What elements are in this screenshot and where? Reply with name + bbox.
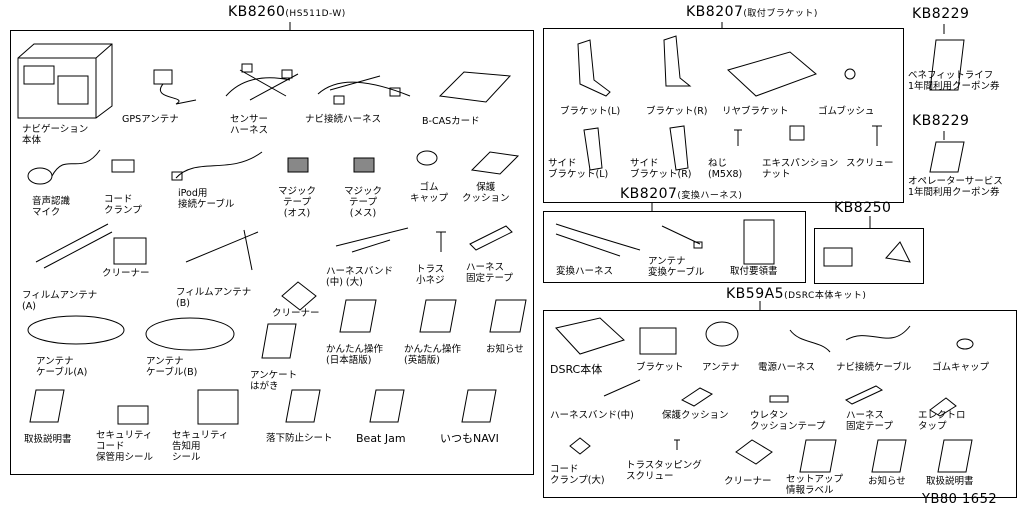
part-notice-1: お知らせ [486,344,524,355]
part-install-guide: 取付要領書 [730,266,778,277]
part-security-notice-seal: セキュリティ 告知用 シール [172,430,229,463]
part-protect-cushion-2: 保護クッション [662,410,729,421]
part-bcas-card: B-CASカード [422,116,480,127]
part-gps-antenna: GPSアンテナ [122,114,179,125]
part-operator-coupon: オペレーターサービス 1年間利用クーポン券 [908,176,1003,198]
part-power-harness: 電源ハーネス [758,362,816,373]
part-cord-clamp-l: コード クランプ(大) [550,464,605,486]
part-voice-mic: 音声認識 マイク [32,196,71,218]
part-anti-drop-sheet: 落下防止シート [266,433,333,444]
part-film-antenna-b: フィルムアンテナ (B) [176,287,252,309]
diagram-code: YB80 1652 [922,492,998,507]
part-truss-tapping: トラスタッピング スクリュー [626,460,702,482]
part-harness-tape-2: ハーネス 固定テープ [846,410,893,432]
part-setup-label: セットアップ 情報ラベル [786,474,844,496]
part-protect-cushion: 保護 クッション [462,182,510,204]
kit-sub: (変換ハーネス) [677,191,743,201]
kit-sub: (取付ブラケット) [743,9,818,19]
kit-code: KB8207 [686,4,744,20]
kit-code: KB8229 [912,113,970,129]
part-conv-harness: 変換ハーネス [556,266,614,277]
part-easy-manual-en: かんたん操作 (英語版) [404,344,462,366]
part-harness-band-m: ハーネスバンド(中) [550,410,634,421]
kit-label-kb59a5: KB59A5(DSRC本体キット) [726,286,866,302]
kit-frame-kb8250 [814,228,924,284]
part-antenna-conv-cable: アンテナ 変換ケーブル [648,256,705,278]
kit-sub: (DSRC本体キット) [784,291,867,301]
part-nav-unit: ナビゲーション 本体 [22,124,89,146]
kit-frame-kb59a5 [543,310,1017,498]
kit-code: KB59A5 [726,286,785,302]
part-side-bracket-l: サイド ブラケット(L) [548,158,609,180]
part-sensor-harness: センサー ハーネス [230,114,269,136]
part-screw: スクリュー [846,158,894,169]
kit-label-kb8229-a: KB8229 [912,6,969,22]
part-harness-tape: ハーネス 固定テープ [466,262,513,284]
kit-frame-kb8260 [10,30,534,475]
part-bracket: ブラケット [636,362,684,373]
part-ipod-cable: iPod用 接続ケーブル [178,188,235,210]
part-manual-2: 取扱説明書 [926,476,974,487]
kit-label-kb8229-b: KB8229 [912,113,969,129]
part-expansion-nut: エキスパンション ナット [762,158,839,180]
kit-frame-kb8207-harness [543,211,806,283]
part-cleaner-3: クリーナー [724,476,772,487]
part-easy-manual-jp: かんたん操作 (日本語版) [326,344,384,366]
part-manual-1: 取扱説明書 [24,434,72,445]
part-rubber-cap-2: ゴムキャップ [932,362,990,373]
part-rubber-bush: ゴムブッシュ [818,106,875,117]
part-rear-bracket: リヤブラケット [722,106,789,117]
part-truss-screw: トラス 小ネジ [416,264,445,286]
part-nav-harness: ナビ接続ハーネス [305,114,382,125]
part-nav-cable: ナビ接続ケーブル [836,362,912,373]
part-survey-card: アンケート はがき [250,370,298,392]
part-magic-tape-m: マジック テープ (オス) [278,186,317,219]
part-security-code-seal: セキュリティ コード 保管用シール [96,430,154,463]
part-side-bracket-r: サイド ブラケット(R) [630,158,692,180]
part-beat-jam: Beat Jam [356,432,406,445]
kit-code: KB8260 [228,4,286,20]
part-electro-tap: エレクトロ タップ [918,410,966,432]
part-cleaner-2: クリーナー [272,308,320,319]
part-screw-m5: ねじ (M5X8) [708,158,743,180]
kit-label-kb8207-bracket: KB8207(取付ブラケット) [686,4,818,20]
part-notice-2: お知らせ [868,476,906,487]
part-benefit-coupon: ベネフィットライフ 1年間利用クーポン券 [908,70,1000,92]
part-film-antenna-a: フィルムアンテナ (A) [22,290,98,312]
part-dsrc-unit: DSRC本体 [550,363,603,376]
part-harness-band: ハーネスバンド (中) (大) [326,266,393,288]
part-urethane-tape: ウレタン クッションテープ [750,410,826,432]
part-antenna: アンテナ [702,362,740,373]
part-cleaner-1: クリーナー [102,268,150,279]
kit-label-kb8250: KB8250 [834,200,891,216]
kit-code: KB8250 [834,200,892,216]
part-cord-clamp: コード クランプ [104,194,142,216]
part-antenna-cable-a: アンテナ ケーブル(A) [36,356,88,378]
part-antenna-cable-b: アンテナ ケーブル(B) [146,356,198,378]
part-bracket-r: ブラケット(R) [646,106,708,117]
kit-frame-kb8207-bracket [543,28,904,203]
part-bracket-l: ブラケット(L) [560,106,621,117]
part-rubber-cap: ゴム キャップ [410,182,449,204]
kit-label-kb8260: KB8260(HS511D-W) [228,4,346,20]
kit-code: KB8207 [620,186,678,202]
kit-code: KB8229 [912,6,970,22]
part-magic-tape-f: マジック テープ (メス) [344,186,383,219]
kit-sub: (HS511D-W) [285,9,346,19]
kit-label-kb8207-harness: KB8207(変換ハーネス) [620,186,742,202]
part-itsumo-navi: いつもNAVI [440,432,499,445]
